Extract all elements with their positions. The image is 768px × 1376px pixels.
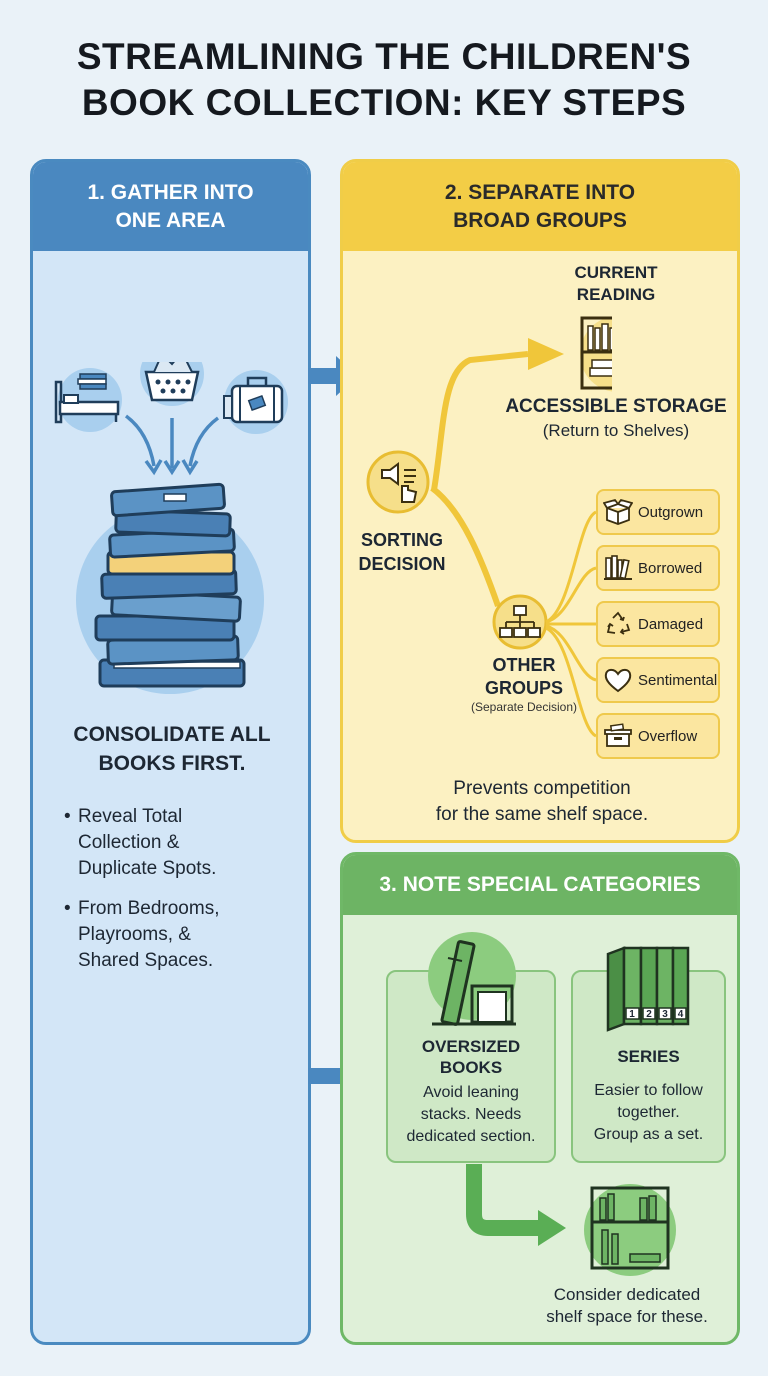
suitcase-icon <box>223 370 288 434</box>
series-number: 4 <box>677 1009 684 1020</box>
bullet-reveal-total: Reveal Total Collection & Duplicate Spot… <box>64 804 304 882</box>
dedicated-shelf-flow <box>466 1164 676 1276</box>
group-damaged: Damaged <box>596 601 720 647</box>
step2-header: 2. SEPARATE INTO BROAD GROUPS <box>343 162 737 251</box>
series-books-icon <box>606 946 690 1032</box>
series-number: 1 <box>629 1009 635 1020</box>
group-outgrown: Outgrown <box>596 489 720 535</box>
sorting-decision-icon <box>366 450 430 514</box>
step1-header: 1. GATHER INTO ONE AREA <box>33 162 308 251</box>
oversized-book-icon <box>428 932 516 1026</box>
return-to-shelves-note: (Return to Shelves) <box>542 421 690 440</box>
separate-decision-note: (Separate Decision) <box>470 700 578 714</box>
hierarchy-icon <box>492 594 548 650</box>
bookshelf-icon <box>580 316 612 392</box>
laundry-basket-icon <box>140 362 204 406</box>
other-groups-label: OTHER GROUPS <box>484 655 563 698</box>
bookshelf-icon <box>584 1184 676 1276</box>
bed-icon <box>54 368 122 432</box>
sorting-decision-label: SORTING DECISION <box>358 530 446 574</box>
series-number: 2 <box>646 1009 652 1020</box>
books-icon <box>604 555 632 580</box>
group-overflow: Overflow <box>596 713 720 759</box>
step3-footer: Consider dedicated shelf space for these… <box>546 1285 708 1326</box>
oversized-books-title: OVERSIZED BOOKS <box>421 1037 521 1077</box>
open-box-icon <box>603 498 633 525</box>
oversized-books-desc: Avoid leaning stacks. Needs dedicated se… <box>406 1084 536 1145</box>
group-sentimental: Sentimental <box>596 657 720 703</box>
current-reading-label: CURRENT READING <box>574 263 658 304</box>
page-title: STREAMLINING THE CHILDREN'S BOOK COLLECT… <box>76 36 692 123</box>
series-title: SERIES <box>617 1047 680 1066</box>
heart-icon <box>604 668 632 693</box>
gather-arrows <box>124 414 220 476</box>
group-borrowed: Borrowed <box>596 545 720 591</box>
recycle-icon <box>606 611 631 635</box>
sorting-flow <box>366 316 612 738</box>
step1-bullets: Reveal Total Collection & Duplicate Spot… <box>64 804 304 988</box>
consolidate-heading: CONSOLIDATE ALL BOOKS FIRST. <box>73 723 271 775</box>
step2-footer: Prevents competition for the same shelf … <box>435 778 649 825</box>
series-number: 3 <box>662 1009 668 1020</box>
bin-icon <box>604 723 632 747</box>
source-icons <box>54 362 288 476</box>
step3-header: 3. NOTE SPECIAL CATEGORIES <box>343 855 737 915</box>
book-stack-icon <box>76 482 264 694</box>
accessible-storage-label: ACCESSIBLE STORAGE <box>505 396 727 417</box>
bullet-from-bedrooms: From Bedrooms, Playrooms, & Shared Space… <box>64 896 304 974</box>
series-desc: Easier to follow together. Group as a se… <box>593 1082 704 1143</box>
step1-panel: 1. GATHER INTO ONE AREA <box>30 159 311 1345</box>
